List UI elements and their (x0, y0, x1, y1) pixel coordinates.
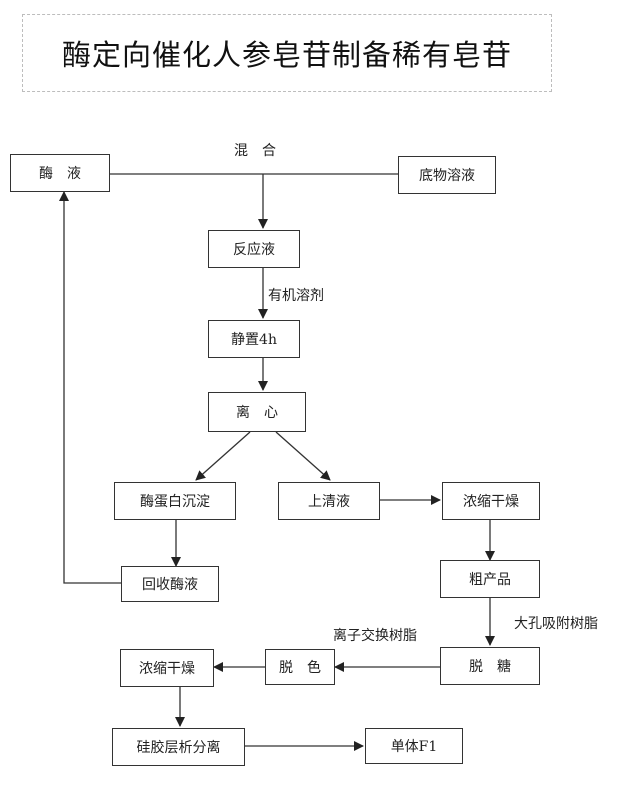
edge-centrifuge-to-supernatant (275, 431, 331, 481)
label-organic-solvent: 有机溶剂 (268, 288, 324, 304)
node-enzyme-precipitate: 酶蛋白沉淀 (114, 482, 236, 520)
node-desugar: 脱 糖 (440, 647, 540, 685)
node-crude-product: 粗产品 (440, 560, 540, 598)
node-monomer: 单体F1 (365, 728, 463, 764)
node-concentrate-dry-2: 浓缩干燥 (120, 649, 214, 687)
title-box: 酶定向催化人参皂苷制备稀有皂苷 (22, 14, 552, 92)
node-centrifuge: 离 心 (208, 392, 306, 432)
diagram-title: 酶定向催化人参皂苷制备稀有皂苷 (61, 38, 512, 72)
node-reaction-liquid: 反应液 (208, 230, 300, 268)
label-ion-exchange-resin: 离子交换树脂 (333, 628, 417, 644)
node-decolor: 脱 色 (265, 649, 335, 685)
node-standing: 静置4h (208, 320, 300, 358)
node-substrate-solution: 底物溶液 (398, 156, 496, 194)
node-supernatant: 上清液 (278, 482, 380, 520)
edge-centrifuge-to-precipitate (195, 431, 251, 481)
edge-recovered-to-enzyme (59, 191, 121, 584)
node-silica-separation: 硅胶层析分离 (112, 728, 245, 766)
node-concentrate-dry-1: 浓缩干燥 (442, 482, 540, 520)
node-enzyme-liquid: 酶 液 (10, 154, 110, 192)
label-macroporous-resin: 大孔吸附树脂 (514, 616, 598, 632)
node-recovered-enzyme: 回收酶液 (121, 566, 219, 602)
label-mix: 混 合 (234, 143, 276, 159)
